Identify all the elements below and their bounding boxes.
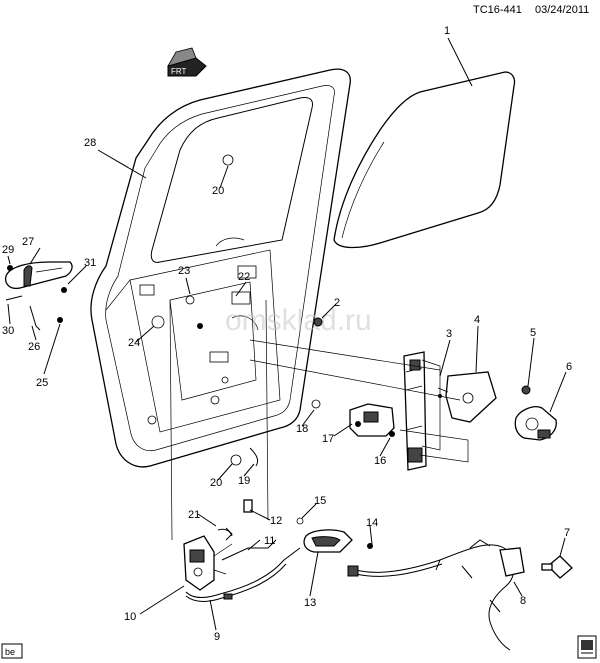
callout-8: 8: [520, 595, 526, 607]
door-latch: [183, 535, 233, 591]
outside-handle: [4, 261, 73, 290]
callout-20-lower: 20: [210, 477, 222, 489]
front-arrow-icon: FRT: [167, 47, 207, 77]
door-frame: [90, 68, 351, 468]
callout-6: 6: [566, 361, 572, 373]
handle-hardware: [5, 265, 67, 331]
leader-lines: [7, 37, 567, 631]
diagram-date: 03/24/2011: [535, 4, 589, 16]
callout-22: 22: [238, 271, 250, 283]
callout-17: 17: [322, 433, 334, 445]
corner-badge-left-label: be: [5, 647, 15, 657]
regulator-group-box: [249, 339, 469, 463]
callout-24: 24: [128, 337, 140, 349]
callout-27: 27: [22, 236, 34, 248]
inside-handle: [303, 529, 353, 553]
callout-16: 16: [374, 455, 386, 467]
regulator-bracket: [437, 371, 497, 423]
callout-12: 12: [270, 515, 282, 527]
diagram-id: TC16-441: [473, 4, 522, 16]
callout-18: 18: [296, 423, 308, 435]
front-arrow-label: FRT: [171, 67, 187, 76]
callout-21: 21: [188, 509, 200, 521]
callout-26: 26: [28, 341, 40, 353]
callout-20-upper: 20: [212, 185, 224, 197]
callout-14: 14: [366, 517, 378, 529]
window-motor: [514, 406, 557, 441]
callout-3: 3: [446, 328, 452, 340]
fasteners: [222, 154, 531, 549]
booklet-icon: [577, 635, 597, 659]
door-lock-actuator: [349, 403, 395, 437]
callout-25: 25: [36, 377, 48, 389]
callout-2: 2: [334, 297, 340, 309]
callout-13: 13: [304, 597, 316, 609]
callout-10: 10: [124, 611, 136, 623]
callout-28: 28: [84, 137, 96, 149]
door-glass: [333, 71, 516, 249]
watermark: omsklad.ru: [225, 304, 372, 337]
callout-19: 19: [238, 475, 250, 487]
callout-labels: 1 2 3 4 5 6 7 8 9 10 11 12 13 14 15 16 1…: [2, 25, 572, 643]
callout-23: 23: [178, 265, 190, 277]
callout-7: 7: [564, 527, 570, 539]
window-regulator: [403, 351, 441, 471]
harness-grommet: [541, 555, 573, 579]
wiring-harness: [347, 539, 525, 651]
corner-badge-left: be: [1, 643, 23, 659]
callout-15: 15: [314, 495, 326, 507]
guide-lines: [105, 279, 269, 541]
inside-handle-cable: [185, 547, 301, 602]
callout-4: 4: [474, 314, 480, 326]
callout-1: 1: [444, 25, 450, 37]
callout-31: 31: [84, 257, 96, 269]
callout-5: 5: [530, 327, 536, 339]
callout-9: 9: [214, 631, 220, 643]
callout-11: 11: [264, 535, 275, 547]
callout-30: 30: [2, 325, 14, 337]
callout-29: 29: [2, 244, 14, 256]
